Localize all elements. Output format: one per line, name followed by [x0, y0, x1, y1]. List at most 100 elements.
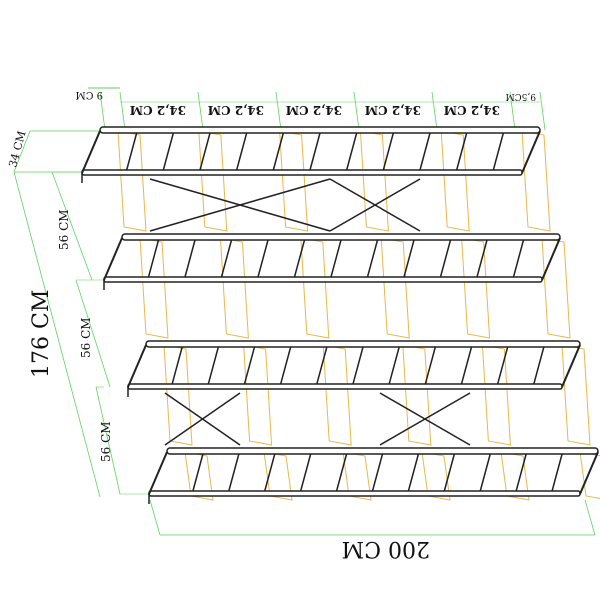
dim-bay-width-4: 34,2 CM: [365, 103, 421, 117]
dim-line-tier: [51, 171, 93, 281]
dim-tick: [99, 91, 106, 131]
dim-depth: 34 CM: [6, 129, 28, 168]
front-rail: [127, 383, 563, 390]
dimension-lines: [13, 87, 596, 536]
cross-slat: [515, 453, 527, 492]
cross-slat: [228, 453, 240, 492]
shelf-panel: [117, 130, 147, 232]
dim-tick: [275, 91, 282, 131]
dim-line-depth: [13, 130, 31, 173]
back-rail: [166, 447, 599, 455]
x-brace: [379, 392, 471, 446]
cross-slat: [419, 132, 431, 171]
dim-tick: [431, 91, 438, 131]
back-rail: [99, 126, 541, 134]
side-rail: [521, 130, 541, 174]
cross-slat: [330, 239, 342, 278]
cross-slat: [299, 453, 312, 492]
cross-slat: [264, 453, 276, 492]
dim-line-tier: [95, 386, 121, 495]
shelf-panels: [117, 130, 600, 501]
shelf-panel: [440, 130, 470, 232]
dim-top-left-offset: 9 CM: [76, 89, 103, 100]
back-rail: [145, 340, 581, 348]
cross-slat: [207, 346, 220, 385]
cross-slat: [388, 346, 400, 385]
cross-slat: [147, 239, 160, 278]
cross-slat: [162, 132, 175, 171]
shelf-panel: [579, 451, 600, 500]
cross-slat: [439, 239, 452, 278]
dim-total-height: 176 CM: [29, 290, 54, 378]
cross-slat: [243, 346, 256, 385]
cross-slat: [371, 453, 384, 492]
cross-slat: [309, 132, 321, 171]
cross-slat: [551, 453, 563, 492]
dim-tier-height-2: 56 CM: [79, 317, 93, 358]
x-brace: [164, 392, 241, 446]
dim-tick: [353, 91, 360, 131]
side-rail: [127, 344, 147, 388]
cross-slat: [235, 132, 248, 171]
x-brace: [329, 178, 421, 232]
shelf-panel: [481, 344, 511, 446]
dim-tier-height-3: 56 CM: [99, 421, 113, 462]
cross-slat: [199, 132, 211, 171]
cross-slat: [512, 239, 525, 278]
cross-slat: [345, 132, 358, 171]
dim-bay-width-3: 34,2 CM: [286, 103, 342, 117]
dim-ext: [584, 499, 596, 536]
shelf-panel: [243, 344, 273, 446]
cross-slat: [533, 346, 545, 385]
cross-slat: [455, 132, 468, 171]
cross-slat: [479, 453, 491, 492]
cross-slat: [316, 346, 328, 385]
cross-slat: [366, 239, 379, 278]
cross-slat: [192, 453, 204, 492]
dim-line-tier: [75, 279, 111, 388]
cross-slat: [424, 346, 437, 385]
front-rail: [81, 169, 523, 176]
dim-line-total-height: [13, 171, 101, 498]
cross-slat: [352, 346, 364, 385]
shelf-panel: [139, 237, 169, 339]
cross-slat: [171, 346, 183, 385]
cross-slat: [403, 239, 415, 278]
shelf-panel: [521, 130, 551, 232]
dim-ext: [149, 499, 161, 536]
cross-slat: [184, 239, 196, 278]
cross-slat: [257, 239, 269, 278]
cross-slat: [443, 453, 456, 492]
side-rail: [148, 451, 168, 495]
shelf-panel: [461, 237, 491, 339]
shelf-panel: [322, 344, 352, 446]
side-rail: [579, 451, 599, 495]
dim-tier-height-1: 56 CM: [57, 209, 71, 250]
cross-slat: [125, 132, 138, 171]
shelf-panel: [541, 237, 571, 339]
cross-slat: [460, 346, 473, 385]
cross-slat: [220, 239, 233, 278]
dim-tick: [509, 91, 516, 131]
side-rail: [103, 237, 123, 281]
shelf-panel: [380, 237, 410, 339]
shelf-panel: [279, 130, 309, 232]
cross-slat: [335, 453, 348, 492]
shelf-panel: [300, 237, 330, 339]
front-rail: [148, 490, 581, 497]
dim-top-right-offset: 9,5CM: [506, 91, 536, 101]
cross-slat: [496, 346, 509, 385]
cross-slat: [492, 132, 505, 171]
dim-tick: [119, 91, 126, 131]
cross-slat: [279, 346, 292, 385]
cross-slat: [476, 239, 488, 278]
dim-tick: [539, 91, 546, 131]
front-rail: [103, 276, 543, 283]
shelf-frame: [81, 126, 599, 504]
side-rail: [561, 344, 581, 388]
dim-total-width: 200 CM: [342, 536, 430, 561]
shelf-panel: [561, 344, 591, 446]
cross-slat: [407, 453, 420, 492]
